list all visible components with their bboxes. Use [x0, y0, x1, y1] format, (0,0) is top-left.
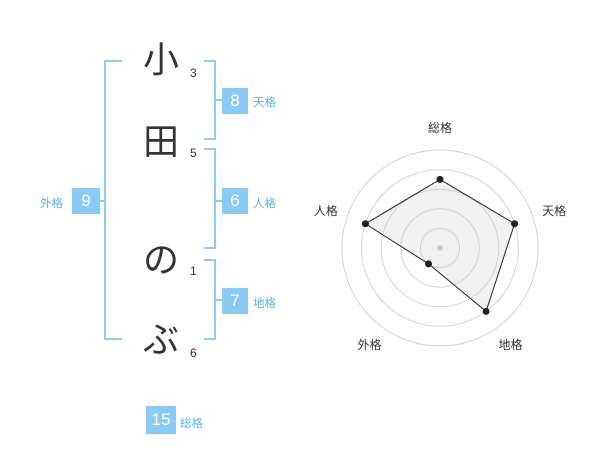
radar-axis-label-2: 天格 [542, 203, 566, 218]
tenkaku-label: 天格 [253, 95, 276, 109]
stroke-count-1: 3 [190, 66, 197, 80]
radar-axis-label-5: 人格 [314, 203, 338, 218]
radar-axis-label-1: 総格 [428, 120, 452, 135]
jinkaku-bracket [204, 148, 216, 249]
name-char-3: の [142, 240, 179, 281]
radar-ring [400, 208, 480, 288]
name-char-2: 田 [142, 122, 179, 163]
radar-center-dot [437, 245, 443, 251]
radar-point-5 [361, 220, 369, 228]
radar-point-2 [511, 220, 519, 228]
chikaku-label: 地格 [253, 296, 276, 310]
gaikaku-value: 9 [72, 188, 100, 214]
gaikaku-bracket [104, 60, 122, 340]
radar-ring [380, 188, 500, 308]
radar-ring [419, 227, 461, 269]
stroke-count-4: 6 [190, 346, 197, 360]
chikaku-value: 7 [222, 288, 248, 314]
radar-shape [361, 175, 519, 315]
jinkaku-connector [214, 200, 222, 202]
jinkaku-label: 人格 [253, 196, 276, 210]
tenkaku-connector [214, 99, 222, 101]
radar-axis-label-4: 外格 [357, 337, 381, 352]
chikaku-connector [214, 299, 222, 301]
gaikaku-label: 外格 [40, 196, 63, 210]
radar-point-4 [424, 260, 432, 268]
jinkaku-value: 6 [222, 188, 248, 214]
name-char-1: 小 [142, 40, 179, 81]
soukaku-label: 総格 [180, 416, 203, 430]
gaikaku-connector [98, 200, 106, 202]
name-char-4: ぶ [142, 320, 179, 361]
radar-point-1 [436, 175, 444, 183]
radar-axis-label-3: 地格 [499, 337, 523, 352]
stroke-count-3: 1 [190, 264, 197, 278]
tenkaku-value: 8 [222, 88, 248, 114]
soukaku-value: 15 [146, 406, 176, 434]
radar-ring [361, 169, 519, 327]
stroke-count-2: 5 [190, 146, 197, 160]
radar-point-3 [482, 307, 490, 315]
